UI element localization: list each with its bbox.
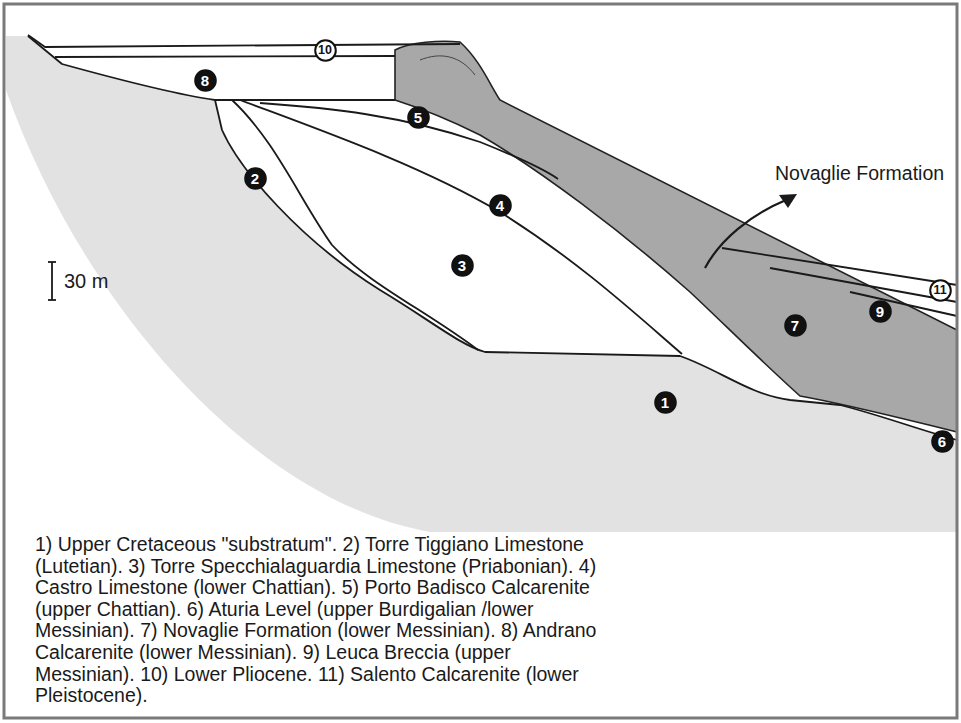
contact-lines xyxy=(28,35,957,440)
scale-tick xyxy=(48,299,56,301)
substratum-fill xyxy=(6,36,957,532)
contact-4-5 xyxy=(260,103,558,179)
contact-2-3 xyxy=(232,100,478,350)
novaglie-fill xyxy=(395,41,957,432)
callout-number: 9 xyxy=(869,300,892,323)
callout-circle: 9 xyxy=(869,300,892,323)
legend-item: 3) Torre Specchialaguardia Limestone (Pr… xyxy=(128,555,573,577)
contact-3-4 xyxy=(240,100,682,354)
callout-number: 3 xyxy=(451,254,474,277)
callout-number: 6 xyxy=(931,430,954,453)
frame xyxy=(4,4,957,718)
pliocene-base xyxy=(55,56,395,57)
legend-text: 1) Upper Cretaceous "substratum". 2) Tor… xyxy=(35,534,615,707)
leader-arrow xyxy=(705,200,786,268)
substratum-contact xyxy=(28,36,957,440)
callout-number: 10 xyxy=(314,39,337,62)
contact-top-11 xyxy=(722,248,957,285)
legend-item: 1) Upper Cretaceous "substratum". xyxy=(35,533,337,555)
callout-number: 11 xyxy=(929,279,952,302)
contact-11-9 xyxy=(770,268,957,302)
scale-bar xyxy=(48,262,56,300)
legend-item: 7) Novaglie Formation (lower Messinian). xyxy=(140,619,495,641)
callout-circle: 10 xyxy=(314,39,337,62)
legend-item: 10) Lower Pliocene. xyxy=(140,663,312,685)
scale-line xyxy=(51,262,53,300)
scale-label: 30 m xyxy=(64,270,108,293)
callout-circle: 11 xyxy=(929,279,952,302)
cap-line xyxy=(420,56,475,75)
callout-circle: 1 xyxy=(654,391,677,414)
callout-number: 1 xyxy=(654,391,677,414)
callout-circle: 3 xyxy=(451,254,474,277)
callout-circle: 8 xyxy=(194,69,217,92)
callout-number: 7 xyxy=(784,314,807,337)
callout-circle: 7 xyxy=(784,314,807,337)
arrow-head xyxy=(779,194,797,208)
callout-number: 5 xyxy=(407,106,430,129)
callout-number: 8 xyxy=(194,69,217,92)
callout-circle: 2 xyxy=(244,167,267,190)
callout-circle: 4 xyxy=(489,194,512,217)
callout-circle: 5 xyxy=(407,106,430,129)
callout-number: 2 xyxy=(244,167,267,190)
callout-circle: 6 xyxy=(931,430,954,453)
callout-label: Novaglie Formation xyxy=(775,162,944,185)
callout-number: 4 xyxy=(489,194,512,217)
surface-line xyxy=(28,35,460,47)
scale-tick xyxy=(48,261,56,263)
